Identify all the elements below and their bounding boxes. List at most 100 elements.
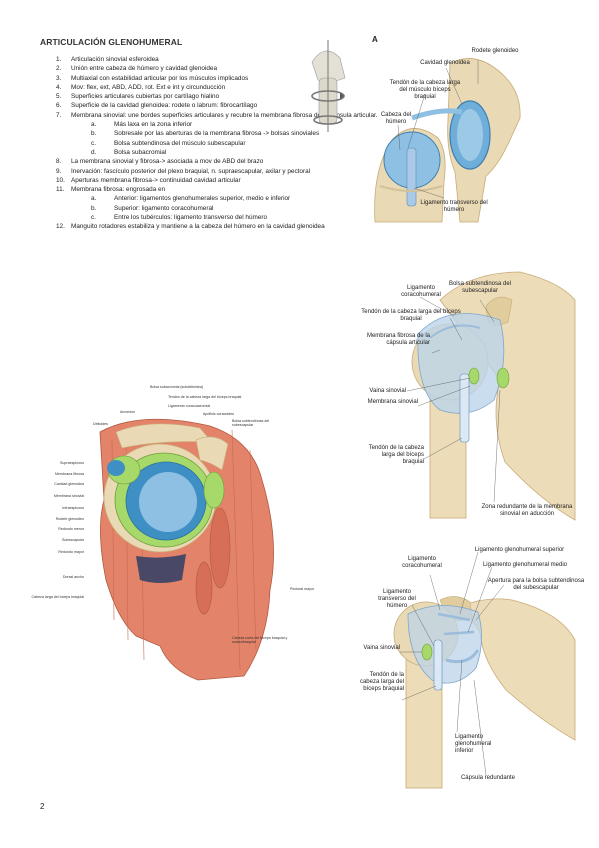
- label-vaina-sinovial-b: Vaina sinovial: [369, 388, 406, 394]
- leader-lines: [397, 60, 505, 776]
- sub-list-letter: a.: [91, 121, 97, 129]
- list-item-text: Articulación sinovial esferoidea: [71, 56, 159, 63]
- label-coracohumeral-b: Ligamento coracohumeral: [401, 285, 441, 298]
- label-tendon-biceps-d: Tendón de la cabeza larga del bíceps bra…: [168, 395, 242, 399]
- label-rodete-glenoideo: Rodete glenoideo: [471, 48, 519, 54]
- label-dorsal-ancho: Dorsal ancho: [62, 575, 84, 579]
- label-ligamento-transverso-a: Ligamento transverso del húmero: [420, 200, 488, 213]
- list-item: 12. Manguito rotadores estabiliza y manti…: [40, 222, 390, 231]
- figure-b-capsule: [411, 271, 576, 521]
- label-glenohumeral-inferior: Ligamento glenohumeral inferior: [455, 734, 492, 754]
- page-number: 2: [40, 802, 45, 811]
- list-item-number: 2.: [56, 65, 62, 73]
- label-capsula-redundante: Cápsula redundante: [460, 775, 516, 781]
- label-bolsa-subtendinosa-b: Bolsa subtendinosa del subescapular: [448, 281, 512, 294]
- label-lig-coracoacromial: Ligamento coracoacromial: [168, 404, 211, 408]
- label-membrana-sinovial-b: Membrana sinovial: [367, 399, 418, 405]
- notes-list: 1. Articulación sinovial esferoidea 2. Unió…: [40, 55, 390, 232]
- label-apertura-bolsa: Apertura para la bolsa subtendinosa del …: [487, 578, 585, 591]
- list-item-number: 3.: [56, 74, 62, 82]
- list-item-text: Unión entre cabeza de húmero y cavidad g…: [71, 65, 218, 73]
- label-pectoral-mayor: Pectoral mayor: [290, 587, 315, 591]
- sub-list-text: Bolsa subtendinosa del músculo subescapu…: [114, 139, 246, 147]
- list-item-number: 12.: [56, 223, 65, 231]
- list-item-text: Superficies articulares cubiertas por ca…: [71, 93, 220, 101]
- sub-list-item: c. Entre los tubérculos: ligamento transv…: [71, 213, 390, 222]
- label-redondo-mayor: Redondo mayor: [58, 550, 84, 554]
- list-item-number: 6.: [56, 102, 62, 110]
- label-cabeza-larga-biceps: Cabeza larga del bíceps braquial: [31, 595, 84, 599]
- sub-list-text: Más laxa en la zona inferior: [114, 121, 193, 129]
- label-tendon-biceps-b-top: Tendón de la cabeza larga del bíceps bra…: [361, 309, 461, 322]
- figure-d-sagittal: [99, 418, 274, 681]
- label-membrana-fibrosa-d: Membrana fibrosa: [55, 472, 84, 476]
- list-item: 4.Mov: flex, ext, ABD, ADD, rot. Ext e i…: [40, 83, 390, 92]
- figure-c-ligaments: [393, 596, 576, 789]
- list-item-number: 9.: [56, 167, 62, 175]
- label-glenohumeral-superior: Ligamento glenohumeral superior: [474, 547, 565, 553]
- sub-list-item: a. Anterior: ligamentos glenohumerales su…: [71, 194, 390, 203]
- list-item: 1. Articulación sinovial esferoidea: [40, 55, 390, 64]
- list-item: 3. Multiaxial con estabilidad articular p…: [40, 74, 390, 83]
- sub-list-text: Superior: ligamento coracohumeral: [114, 204, 214, 212]
- label-apofisis-coracoides: Apófisis coracoides: [203, 412, 234, 416]
- label-tendon-biceps-c: Tendón de la cabeza larga del bíceps bra…: [359, 672, 404, 692]
- label-bolsa-subtendinosa-d: Bolsa subtendinosa del subescapular: [232, 419, 270, 428]
- figure-a-letter: A: [372, 35, 378, 44]
- sub-list-text: Entre los tubérculos: ligamento transver…: [114, 214, 268, 222]
- label-coracohumeral-c: Ligamento coracohumeral: [402, 556, 442, 569]
- sub-list: a. Más laxa en la zona inferior b. Sobresal…: [71, 120, 390, 157]
- list-item: 2. Unión entre cabeza de húmero y cavidad…: [40, 64, 390, 73]
- label-vaina-sinovial-c: Vaina sinovial: [363, 645, 400, 651]
- label-rodete-glenoideo-d: Rodete glenoideo: [55, 517, 84, 521]
- sub-list-text: Sobresale por las aberturas de la membra…: [114, 130, 320, 138]
- sub-list-item: b. Sobresale por las aberturas de la memb…: [71, 129, 390, 138]
- sub-list-item: b. Superior: ligamento coracohumeral: [71, 204, 390, 213]
- list-item: 7. Membrana sinovial: une bordes superfic…: [40, 111, 390, 157]
- sub-list: a. Anterior: ligamentos glenohumerales su…: [71, 194, 390, 222]
- label-supraespinoso: Supraespinoso: [60, 461, 84, 465]
- label-cabeza-humero: Cabeza del húmero: [380, 112, 412, 125]
- list-item-number: 5.: [56, 93, 62, 101]
- list-item-text: Aperturas membrana fibrosa-> continuidad…: [71, 176, 241, 184]
- label-cavidad-glenoidea: Cavidad glenoidea: [420, 60, 470, 66]
- list-item: 9.Inervación: fascículo posterior del pl…: [40, 167, 390, 176]
- sub-list-letter: c.: [91, 214, 96, 222]
- sub-list-item: d.Bolsa subacromial: [71, 148, 390, 157]
- rotation-axes-icon: [311, 40, 346, 132]
- list-item-text: Superficie de la cavidad glenoidea: rode…: [71, 102, 258, 110]
- sub-list-item: c. Bolsa subtendinosa del músculo subesca…: [71, 139, 390, 148]
- list-item-number: 1.: [56, 56, 62, 63]
- list-item-text: Mov: flex, ext, ABD, ADD, rot. Ext e int…: [71, 83, 226, 91]
- label-membrana-fibrosa-b: Membrana fibrosa de la cápsula articular: [366, 333, 430, 346]
- label-deltoides: Deltoides: [93, 422, 108, 426]
- page-title: ARTICULACIÓN GLENOHUMERAL: [40, 37, 183, 47]
- list-item-text: Membrana sinovial: une bordes superficie…: [71, 111, 378, 119]
- list-item-text: Multiaxial con estabilidad articular por…: [71, 74, 249, 82]
- list-item: 8.La membrana sinovial y fibrosa-> asoci…: [40, 157, 390, 166]
- label-cavidad-glenoidea-d: Cavidad glenoidea: [54, 482, 84, 486]
- list-item-text: Manguito rotadores estabiliza y mantiene…: [71, 223, 325, 231]
- label-acromion: Acromion: [120, 410, 136, 414]
- sub-list-letter: b.: [91, 130, 97, 138]
- label-redondo-menor: Redondo menor: [58, 527, 84, 531]
- list-item: 10.Aperturas membrana fibrosa-> continui…: [40, 176, 390, 185]
- label-infraespinoso: Infraespinoso: [62, 506, 84, 510]
- list-item-number: 8.: [56, 158, 62, 166]
- label-bolsa-subacromial: Bolsa subacromial (subdeltoidea): [150, 385, 204, 389]
- label-membrana-sinovial-d: Membrana sinovial: [53, 494, 84, 498]
- label-zona-redundante: Zona redundante de la membrana sinovial …: [481, 504, 573, 517]
- label-tendon-biceps-b-bottom: Tendón de la cabeza larga del bíceps bra…: [368, 445, 424, 465]
- sub-list-text: Bolsa subacromial: [114, 148, 167, 156]
- sub-list-text: Anterior: ligamentos glenohumerales supe…: [114, 195, 291, 203]
- sub-list-item: a. Más laxa en la zona inferior: [71, 120, 390, 129]
- list-item-number: 7.: [56, 111, 62, 119]
- sub-list-letter: c.: [91, 139, 96, 147]
- label-glenohumeral-medio: Ligamento glenohumeral medio: [482, 562, 568, 568]
- sub-list-letter: b.: [91, 204, 97, 212]
- list-item-text: Membrana fibrosa: engrosada en: [71, 186, 166, 194]
- label-subescapular: Subescapular: [62, 538, 84, 542]
- sub-list-letter: a.: [91, 195, 97, 203]
